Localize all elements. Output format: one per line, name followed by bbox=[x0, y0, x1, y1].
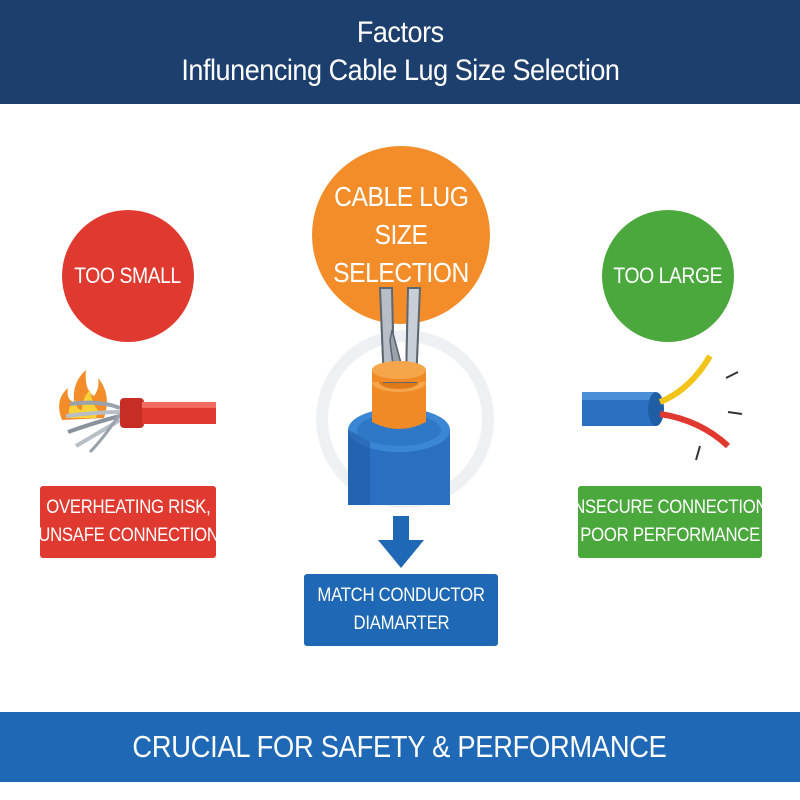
overheating-cable-icon bbox=[59, 370, 216, 454]
too-small-circle: TOO SMALL bbox=[62, 210, 194, 342]
center-circle-line1: CABLE LUG bbox=[333, 181, 469, 212]
center-box-line1: MATCH CONDUCTOR bbox=[317, 585, 485, 606]
overheating-risk-box: OVERHEATING RISK, UNSAFE CONNECTION bbox=[37, 486, 219, 558]
insecure-connection-box: INSECURE CONNECTION, POOR PERFORMANCE bbox=[569, 486, 772, 558]
arrow-down-icon bbox=[378, 516, 424, 568]
left-box-line2: UNSAFE CONNECTION bbox=[37, 525, 219, 546]
right-box-line1: INSECURE CONNECTION, bbox=[568, 497, 772, 518]
cable-lug-size-selection-circle: CABLE LUG SIZE SELECTION bbox=[312, 146, 490, 324]
loose-cable-icon bbox=[582, 354, 743, 461]
too-small-label: TOO SMALL bbox=[74, 263, 182, 288]
too-large-label: TOO LARGE bbox=[613, 263, 723, 288]
match-conductor-box: MATCH CONDUCTOR DIAMARTER bbox=[304, 574, 498, 646]
lug-prongs bbox=[372, 287, 426, 383]
page-title-line1: Factors bbox=[356, 16, 444, 49]
too-large-circle: TOO LARGE bbox=[602, 210, 734, 342]
center-box-line2: DIAMARTER bbox=[353, 613, 449, 634]
center-circle-line2: SIZE SELECTION bbox=[333, 219, 469, 288]
right-box-line2: POOR PERFORMANCE bbox=[580, 525, 760, 546]
footer-banner: CRUCIAL FOR SAFETY & PERFORMANCE bbox=[0, 712, 800, 782]
header-banner: Factors Influnencing Cable Lug Size Sele… bbox=[0, 0, 800, 104]
footer-text: CRUCIAL FOR SAFETY & PERFORMANCE bbox=[132, 729, 668, 764]
left-box-line1: OVERHEATING RISK, bbox=[45, 497, 211, 518]
page-title-line2: Influnencing Cable Lug Size Selection bbox=[180, 54, 620, 87]
